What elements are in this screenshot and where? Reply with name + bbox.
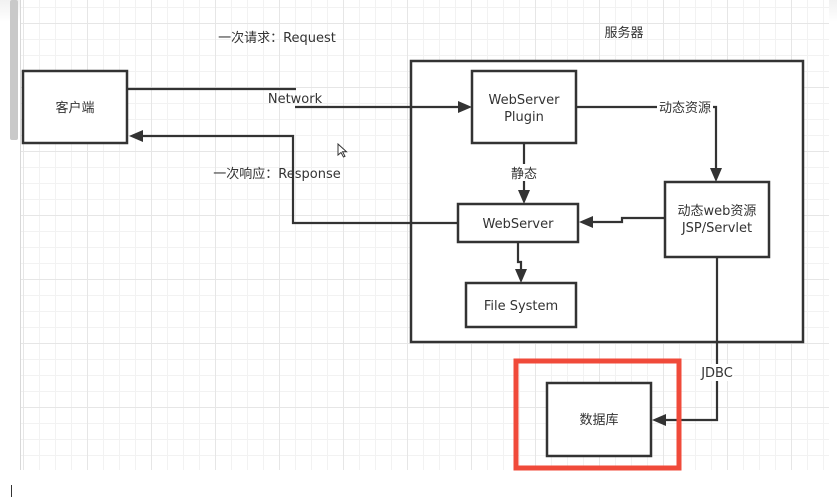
jdbc-label: JDBC xyxy=(700,366,733,381)
database-node[interactable] xyxy=(545,381,653,458)
dynamic-label: 动态资源 xyxy=(659,101,711,116)
database-label: 数据库 xyxy=(579,412,618,428)
network-label: Network xyxy=(268,92,323,107)
static-label: 静态 xyxy=(511,167,537,182)
servlet-to-webserver-arrowhead xyxy=(579,216,593,228)
request-label: 一次请求：Request xyxy=(218,30,336,46)
server-title: 服务器 xyxy=(604,25,643,41)
servlet-label-line1: 动态web资源 xyxy=(678,204,757,219)
servlet-node[interactable] xyxy=(663,180,771,259)
webserver-node[interactable] xyxy=(456,202,580,244)
dynamic-arrowhead xyxy=(710,168,722,182)
response-line xyxy=(140,134,458,225)
servlet-to-webserver-line xyxy=(590,216,665,224)
jdbc-label-bg xyxy=(700,364,734,381)
client-label: 客户端 xyxy=(55,100,94,116)
mouse-pointer-icon xyxy=(337,143,348,158)
dynamic-label-bg xyxy=(657,98,713,115)
plugin-label-line1: WebServer xyxy=(489,93,561,108)
vertical-scrollbar[interactable] xyxy=(10,0,18,140)
network-arrowhead xyxy=(458,101,472,113)
webserver-to-fs-arrowhead xyxy=(515,269,527,283)
static-label-bg xyxy=(508,164,540,181)
response-arrowhead xyxy=(129,130,143,142)
plugin-label-line2: Plugin xyxy=(504,110,544,125)
client-node[interactable] xyxy=(21,69,129,145)
webserver-label: WebServer xyxy=(483,217,555,232)
webserver-to-fs-line xyxy=(516,242,523,271)
static-arrowhead xyxy=(518,190,530,204)
servlet-label-line2: JSP/Servlet xyxy=(681,221,752,236)
filesystem-node[interactable] xyxy=(464,281,578,329)
response-label: 一次响应：Response xyxy=(213,166,340,182)
jdbc-arrowhead xyxy=(652,414,666,426)
dynamic-line xyxy=(576,105,718,170)
filesystem-label: File System xyxy=(484,299,558,314)
database-highlight-frame xyxy=(513,358,682,471)
text-caret xyxy=(11,485,12,497)
jdbc-line xyxy=(665,257,719,422)
